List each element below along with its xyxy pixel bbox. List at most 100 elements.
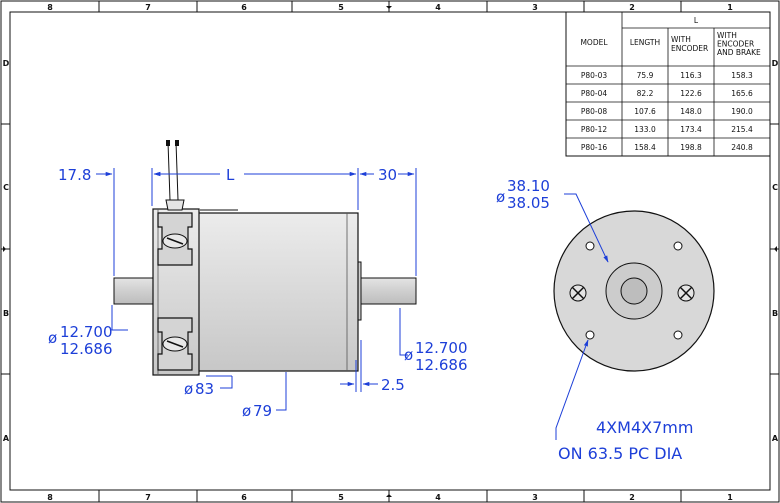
zone-col-top: 8 xyxy=(47,3,53,12)
table-row: P80-04 82.2 122.6 165.6 xyxy=(581,89,753,98)
rear-shaft xyxy=(113,277,155,305)
table-cell: 165.6 xyxy=(731,89,753,98)
lead-wires xyxy=(165,141,185,211)
table-cell: P80-04 xyxy=(581,89,608,98)
side-dimension-text: 17.8 L 30 ø 12.700 12.686 ø 12.700 12.68… xyxy=(48,166,468,420)
zone-col-top: 3 xyxy=(532,3,538,12)
table-row: P80-03 75.9 116.3 158.3 xyxy=(581,71,753,80)
dim-body-dia: 79 xyxy=(253,402,272,420)
table-cell: 215.4 xyxy=(731,125,753,134)
dim-flange-dia: 83 xyxy=(195,380,214,398)
diameter-symbol: ø xyxy=(404,346,413,364)
table-row: P80-12 133.0 173.4 215.4 xyxy=(581,125,753,134)
motor-side-view xyxy=(113,140,417,376)
zone-col-bottom: 2 xyxy=(629,493,635,502)
zone-col-bottom: 6 xyxy=(241,493,247,502)
table-header-length: LENGTH xyxy=(630,38,660,47)
zone-col-bottom: 5 xyxy=(338,493,344,502)
table-cell: 240.8 xyxy=(731,143,753,152)
zone-col-bottom: 7 xyxy=(145,493,151,502)
front-shaft xyxy=(359,277,417,305)
table-cell: P80-03 xyxy=(581,71,608,80)
zone-col-bottom: 8 xyxy=(47,493,53,502)
zone-labels: 8 7 6 5 4 3 2 1 8 7 6 5 4 3 2 1 D C B A … xyxy=(3,3,779,502)
length-table: L MODEL LENGTH WITH ENCODER WITH ENCODER… xyxy=(565,11,771,157)
dim-front-shaft-dia-max: 12.700 xyxy=(415,339,468,357)
zone-row-right: D xyxy=(772,59,779,68)
dim-body-length: L xyxy=(226,166,235,184)
zone-col-top: 6 xyxy=(241,3,247,12)
table-header-with-encoder-l2: ENCODER xyxy=(671,44,708,53)
table-group-header: L xyxy=(694,16,699,25)
dim-rear-shaft-length: 17.8 xyxy=(58,166,91,184)
end-dimension-text: ø 38.10 38.05 4XM4X7mm ON 63.5 PC DIA xyxy=(496,177,693,463)
table-cell: P80-16 xyxy=(581,143,608,152)
mount-hole-icon xyxy=(673,330,683,340)
mount-hole-icon xyxy=(585,241,595,251)
table-row: P80-08 107.6 148.0 190.0 xyxy=(581,107,753,116)
mount-hole-icon xyxy=(585,330,595,340)
table-cell: 198.8 xyxy=(680,143,702,152)
table-header-with-encoder-l1: WITH xyxy=(671,35,691,44)
diameter-symbol: ø xyxy=(496,188,505,206)
table-header-model: MODEL xyxy=(580,38,608,47)
table-cell: 107.6 xyxy=(634,107,656,116)
table-header-brake-l2: ENCODER xyxy=(717,40,754,49)
screw-icon xyxy=(677,284,695,302)
zone-row-left: D xyxy=(3,59,10,68)
diameter-symbol: ø xyxy=(48,329,57,347)
zone-col-top: 5 xyxy=(338,3,344,12)
table-header-with-encoder-brake: WITH ENCODER AND BRAKE xyxy=(717,31,761,57)
zone-col-top: 1 xyxy=(727,3,733,12)
dim-pilot-length: 2.5 xyxy=(381,376,405,394)
zone-col-top: 2 xyxy=(629,3,635,12)
table-header-with-encoder: WITH ENCODER xyxy=(671,35,708,53)
zone-row-left: A xyxy=(3,434,10,443)
table-cell: 82.2 xyxy=(637,89,654,98)
end-view-shaft xyxy=(620,277,648,305)
zone-col-top: 4 xyxy=(435,3,441,12)
table-cell: 116.3 xyxy=(680,71,702,80)
table-cell: 75.9 xyxy=(637,71,654,80)
table-cell: 158.3 xyxy=(731,71,753,80)
brush-holder-icon xyxy=(157,317,193,371)
table-cell: P80-08 xyxy=(581,107,608,116)
side-dimensions xyxy=(96,168,417,411)
table-cell: 148.0 xyxy=(680,107,702,116)
zone-col-bottom: 4 xyxy=(435,493,441,502)
zone-row-right: A xyxy=(772,434,779,443)
zone-row-right: B xyxy=(772,309,778,318)
zone-row-right: C xyxy=(772,183,778,192)
table-cell: 122.6 xyxy=(680,89,702,98)
dim-rear-shaft-dia-min: 12.686 xyxy=(60,340,113,358)
zone-col-top: 7 xyxy=(145,3,151,12)
table-cell: 133.0 xyxy=(634,125,656,134)
dim-front-shaft-dia-min: 12.686 xyxy=(415,356,468,374)
dim-front-shaft-length: 30 xyxy=(378,166,397,184)
dim-mount-holes: 4XM4X7mm xyxy=(596,418,693,437)
motor-end-view xyxy=(553,210,715,372)
motor-body xyxy=(195,212,359,372)
table-header-brake-l1: WITH xyxy=(717,31,737,40)
mount-hole-icon xyxy=(673,241,683,251)
zone-row-left: C xyxy=(3,183,9,192)
dim-pilot-dia-max: 38.10 xyxy=(507,177,550,195)
table-row: P80-16 158.4 198.8 240.8 xyxy=(581,143,753,152)
zone-col-bottom: 1 xyxy=(727,493,733,502)
end-dimensions xyxy=(555,193,609,440)
diameter-symbol: ø xyxy=(242,402,251,420)
dim-mount-pc-dia: ON 63.5 PC DIA xyxy=(558,444,682,463)
table-cell: 173.4 xyxy=(680,125,702,134)
table-header-brake-l3: AND BRAKE xyxy=(717,48,761,57)
dim-pilot-dia-min: 38.05 xyxy=(507,194,550,212)
table-cell: P80-12 xyxy=(581,125,608,134)
diameter-symbol: ø xyxy=(184,380,193,398)
zone-row-left: B xyxy=(3,309,9,318)
brush-holder-icon xyxy=(157,212,193,266)
dim-rear-shaft-dia-max: 12.700 xyxy=(60,323,113,341)
table-cell: 190.0 xyxy=(731,107,753,116)
zone-col-bottom: 3 xyxy=(532,493,538,502)
table-cell: 158.4 xyxy=(634,143,656,152)
